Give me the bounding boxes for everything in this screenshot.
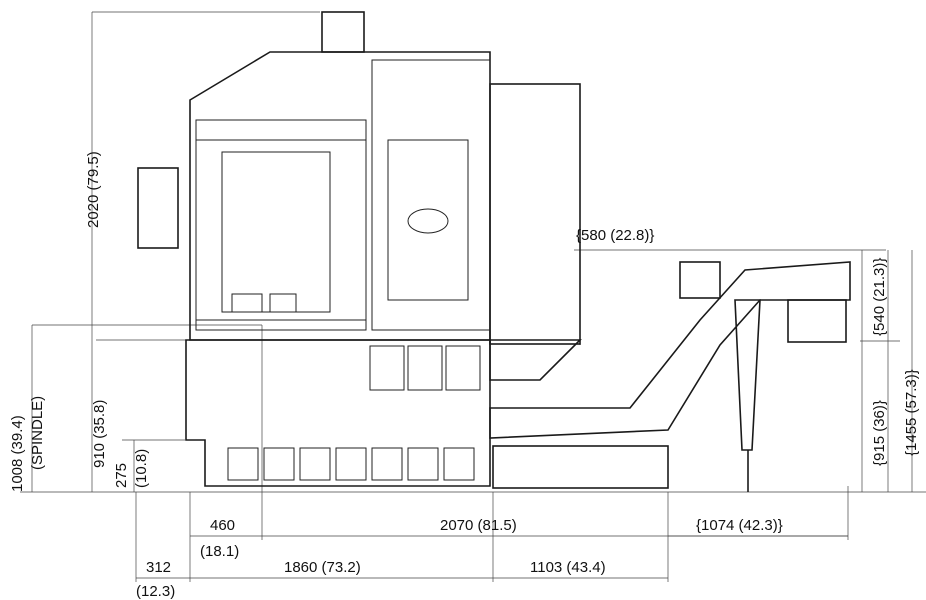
conveyor-total-height-label: {1455 (57.3)} [903,369,920,456]
conveyor-tank [492,445,669,489]
base-window-3 [445,345,481,391]
conveyor-width-label: {580 (22.8)} [576,227,654,244]
base-pocket-2 [263,447,295,481]
offset-460-in-label: (18.1) [200,543,239,560]
length-1103-label: 1103 (43.4) [530,559,606,576]
offset-312-label: 312 [146,559,171,576]
right-dimension-lines [574,249,913,492]
conveyor-extension-label: {1074 (42.3)} [696,517,783,534]
window-frame [195,119,367,331]
left-dimension-lines [20,11,926,493]
fixture-right [269,293,297,313]
chip-conveyor [489,261,851,492]
overall-height-label: 2020 (79.5) [85,151,102,228]
bottom-dimension-lines [135,325,849,582]
offset-460-label: 460 [210,517,235,534]
base-height-label: 275 [113,463,130,488]
window-glass [221,151,331,313]
conveyor-control-box [679,261,721,299]
conveyor-leg [734,299,761,451]
enclosure-outline [189,51,491,341]
table-height-label: 910 (35.8) [91,400,108,468]
vent-grille [407,208,449,234]
base-height-in-label: (10.8) [133,449,150,488]
side-door [371,59,491,331]
machine-base [185,339,491,487]
length-1860-label: 1860 (73.2) [284,559,361,576]
fixture-left [231,293,263,313]
base-outline [185,339,491,487]
base-window-2 [407,345,443,391]
base-pocket-7 [443,447,475,481]
conveyor-motor-box [787,299,847,343]
control-pendant [137,167,179,249]
base-pocket-6 [407,447,439,481]
base-pocket-5 [371,447,403,481]
spindle-label: (SPINDLE) [29,396,46,470]
spindle-height-label: 1008 (39.4) [9,415,26,492]
conveyor-right-upper-label: {540 (21.3)} [871,258,888,336]
base-window-1 [369,345,405,391]
offset-312-in-label: (12.3) [136,583,175,600]
length-2070-label: 2070 (81.5) [440,517,517,534]
door-panel [489,83,581,345]
base-pocket-3 [299,447,331,481]
base-pocket-4 [335,447,367,481]
conveyor-body [489,261,851,439]
enclosure-top-block [321,11,365,53]
machine-enclosure [137,11,582,381]
door-window [387,139,469,301]
conveyor-right-mid-label: {915 (36)} [871,400,888,466]
base-pocket-1 [227,447,259,481]
